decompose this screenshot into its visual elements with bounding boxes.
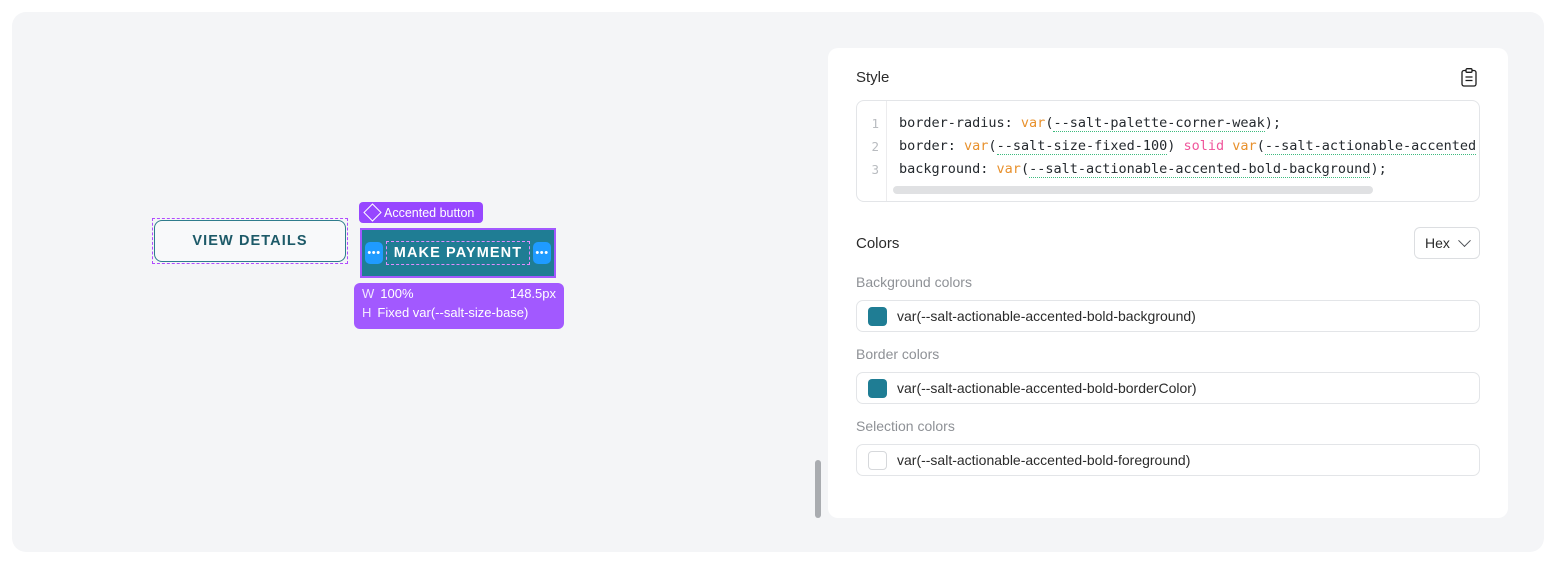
code-token: (: [1045, 115, 1054, 131]
resize-handle-right[interactable]: •••: [533, 242, 551, 264]
view-details-button[interactable]: VIEW DETAILS: [152, 218, 348, 264]
colors-section-title: Colors: [856, 234, 900, 252]
view-details-button-label: VIEW DETAILS: [154, 220, 346, 262]
code-token: background:: [899, 161, 997, 177]
code-token: (: [1256, 138, 1265, 154]
color-swatch[interactable]: [868, 450, 887, 470]
code-token: var: [1020, 115, 1046, 131]
color-swatch[interactable]: [868, 306, 887, 326]
code-line-number: 2: [871, 139, 879, 154]
code-token: var: [1232, 138, 1257, 154]
size-width-px: 148.5px: [509, 286, 556, 301]
color-swatch[interactable]: [868, 378, 887, 398]
design-canvas[interactable]: VIEW DETAILS Accented button MAKE PAYMEN…: [12, 12, 812, 552]
color-token-value: var(--salt-actionable-accented-bold-bord…: [897, 380, 1197, 396]
code-token: (: [1020, 161, 1030, 177]
resize-handle-left[interactable]: •••: [365, 242, 383, 264]
color-format-value: Hex: [1425, 235, 1450, 251]
style-section-header: Style: [856, 64, 1480, 90]
code-token: );: [1370, 161, 1387, 177]
code-line: border-radius: var(--salt-palette-corner…: [899, 112, 1479, 135]
size-height-key: H: [362, 305, 372, 320]
size-width-value: 100%: [380, 286, 414, 301]
code-token: --salt-size-fixed-100: [996, 138, 1168, 155]
colors-section-header: Colors Hex: [856, 226, 1480, 260]
component-badge[interactable]: Accented button: [359, 202, 484, 223]
size-tooltip: W 100% 148.5px H Fixed var(--salt-size-b…: [354, 283, 564, 329]
component-badge-label: Accented button: [384, 205, 475, 220]
code-token: border:: [899, 138, 965, 154]
color-token-row[interactable]: var(--salt-actionable-accented-bold-back…: [856, 300, 1480, 332]
make-payment-button-surface: MAKE PAYMENT: [362, 230, 554, 276]
code-token: ): [1167, 138, 1184, 154]
code-line-number: 1: [871, 116, 879, 131]
make-payment-button[interactable]: MAKE PAYMENT ••• •••: [360, 228, 556, 278]
color-format-select[interactable]: Hex: [1414, 227, 1480, 259]
chevron-down-icon: [1458, 233, 1471, 247]
make-payment-button-label: MAKE PAYMENT: [385, 241, 531, 265]
style-section-title: Style: [856, 68, 890, 86]
color-group-label: Border colors: [856, 346, 940, 362]
color-token-row[interactable]: var(--salt-actionable-accented-bold-bord…: [856, 372, 1480, 404]
color-token-value: var(--salt-actionable-accented-bold-back…: [897, 308, 1196, 324]
diamond-icon: [363, 203, 382, 222]
code-line: background: var(--salt-actionable-accent…: [899, 158, 1479, 181]
color-token-row[interactable]: var(--salt-actionable-accented-bold-fore…: [856, 444, 1480, 476]
code-token: (: [988, 138, 997, 154]
color-group-label: Selection colors: [856, 418, 955, 434]
color-groups: Background colors var(--salt-actionable-a…: [856, 274, 1480, 476]
code-horizontal-scrollbar[interactable]: [893, 186, 1471, 194]
size-height-value: Fixed var(--salt-size-base): [377, 305, 529, 320]
code-gutter: 1 2 3: [857, 101, 887, 201]
code-token: --salt-palette-corner-weak: [1053, 115, 1265, 132]
code-line-number: 3: [871, 162, 879, 177]
code-content[interactable]: border-radius: var(--salt-palette-corner…: [887, 101, 1479, 201]
code-line: border: var(--salt-size-fixed-100) solid…: [899, 135, 1479, 158]
clipboard-icon[interactable]: [1458, 66, 1480, 88]
code-token: var: [964, 138, 989, 154]
code-token: --salt-actionable-accented-bold-backgrou…: [1029, 161, 1371, 178]
code-token: border-radius:: [899, 115, 1021, 131]
color-group-label: Background colors: [856, 274, 972, 290]
code-horizontal-scrollbar-thumb[interactable]: [893, 186, 1373, 194]
code-token: var: [996, 161, 1021, 177]
code-token: --salt-actionable-accented: [1264, 138, 1477, 155]
view-details-selection-outline: [152, 218, 348, 264]
canvas-scrollbar-thumb[interactable]: [815, 460, 821, 518]
app-root: VIEW DETAILS Accented button MAKE PAYMEN…: [12, 12, 1544, 552]
code-token: solid: [1183, 138, 1225, 154]
size-width-key: W: [362, 286, 375, 301]
color-token-value: var(--salt-actionable-accented-bold-fore…: [897, 452, 1191, 468]
code-token: );: [1264, 115, 1282, 131]
canvas-scrollbar[interactable]: [813, 12, 825, 552]
